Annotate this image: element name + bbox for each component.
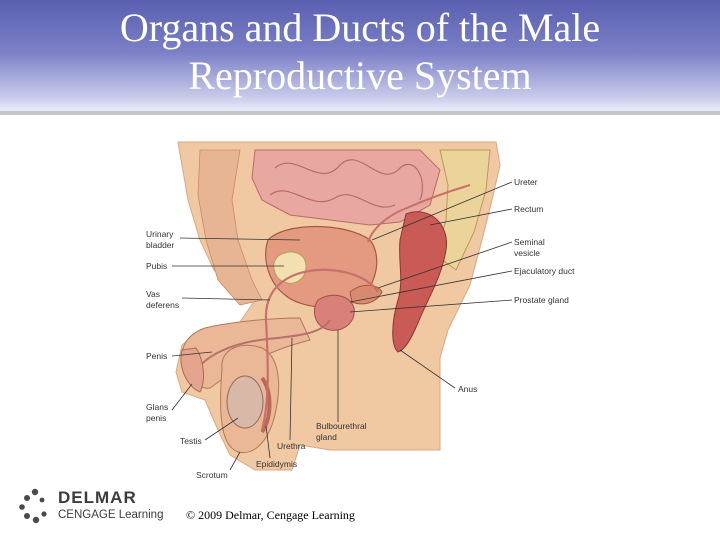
testis [226, 375, 264, 429]
leader-seminal-vesicle [377, 241, 513, 289]
label-rectum: Rectum [514, 204, 543, 214]
label-glans-penis-1: Glans [146, 402, 168, 412]
urethra [195, 319, 331, 373]
leader-scrotum [229, 451, 241, 471]
header-divider [0, 111, 720, 115]
label-anus: Anus [458, 384, 477, 394]
sacrum [435, 149, 491, 271]
pubis-bone [273, 251, 307, 284]
logo-subtitle: CENGAGE Learning [58, 509, 164, 521]
epididymis [260, 376, 272, 434]
copyright-notice: © 2009 Delmar, Cengage Learning [186, 508, 355, 522]
label-bulbourethral-2: gland [316, 432, 337, 442]
label-epididymis: Epididymis [256, 459, 297, 469]
seminal-vesicle [349, 284, 383, 305]
logo-dots-icon [19, 488, 47, 524]
label-glans-penis-2: penis [146, 413, 166, 423]
leader-penis [171, 351, 213, 357]
label-bulbourethral-1: Bulbourethral [316, 421, 367, 431]
label-scrotum: Scrotum [196, 470, 228, 480]
leader-vas-deferens [181, 297, 271, 301]
label-vas-deferens-2: deferens [146, 300, 179, 310]
label-prostate-gland: Prostate gland [514, 295, 569, 305]
label-pubis: Pubis [146, 261, 167, 271]
title-line-2: Reproductive System [188, 53, 532, 98]
vas-deferens [260, 268, 379, 431]
leader-prostate [349, 299, 513, 313]
leader-ejaculatory-duct [349, 270, 513, 303]
leader-rectum [429, 208, 513, 226]
label-testis: Testis [180, 436, 202, 446]
label-ureter: Ureter [514, 177, 538, 187]
rectum [392, 211, 447, 353]
label-penis: Penis [146, 351, 167, 361]
logo-name: DELMAR [58, 488, 137, 507]
slide-header [0, 0, 720, 114]
label-urinary-bladder-1: Urinary [146, 229, 174, 239]
label-urinary-bladder-2: bladder [146, 240, 175, 250]
ureter [367, 184, 471, 243]
label-seminal-vesicle-2: vesicle [514, 248, 540, 258]
leader-anus [399, 349, 456, 389]
prostate [314, 294, 355, 331]
leader-urinary-bladder [179, 237, 301, 241]
leader-ureter [371, 181, 513, 241]
glans-penis [180, 347, 204, 393]
intestine-folds [269, 159, 424, 208]
leader-urethra [289, 337, 293, 441]
leader-epididymis [265, 425, 271, 459]
title-line-1: Organs and Ducts of the Male [119, 5, 601, 50]
label-seminal-vesicle-1: Seminal [514, 237, 545, 247]
slide-title: Organs and Ducts of the Male Reproductiv… [0, 4, 720, 100]
label-ejaculatory-duct: Ejaculatory duct [514, 266, 575, 276]
leader-testis [204, 417, 239, 441]
label-urethra: Urethra [277, 441, 306, 451]
leader-glans-penis [171, 383, 193, 411]
delmar-logo: DELMAR CENGAGE Learning [18, 488, 198, 528]
label-vas-deferens-1: Vas [146, 289, 160, 299]
